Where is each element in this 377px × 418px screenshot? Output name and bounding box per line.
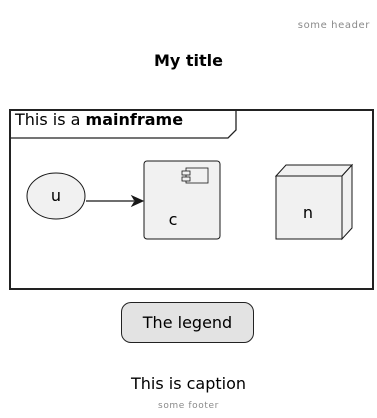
mainframe-label-bold: mainframe — [85, 110, 184, 129]
node-n-shape — [274, 163, 354, 241]
diagram-title: My title — [153, 51, 224, 70]
page-footer: some footer — [158, 401, 219, 411]
mainframe-border — [9, 109, 374, 290]
legend-text: The legend — [142, 313, 233, 332]
usecase-u-shape — [26, 172, 86, 220]
mainframe-label-prefix: This is a — [15, 110, 86, 129]
arrow-head-icon — [130, 194, 145, 208]
component-icon — [181, 167, 209, 184]
usecase-u-label: u — [50, 186, 62, 205]
legend-box: The legend — [121, 302, 254, 343]
component-c-label: c — [168, 210, 178, 229]
mainframe-tab-outline — [10, 110, 237, 139]
node-n-label: n — [302, 203, 314, 222]
page-header: some header — [297, 20, 370, 31]
mainframe-label: This is a mainframe — [11, 110, 183, 130]
diagram-caption: This is caption — [130, 374, 247, 393]
